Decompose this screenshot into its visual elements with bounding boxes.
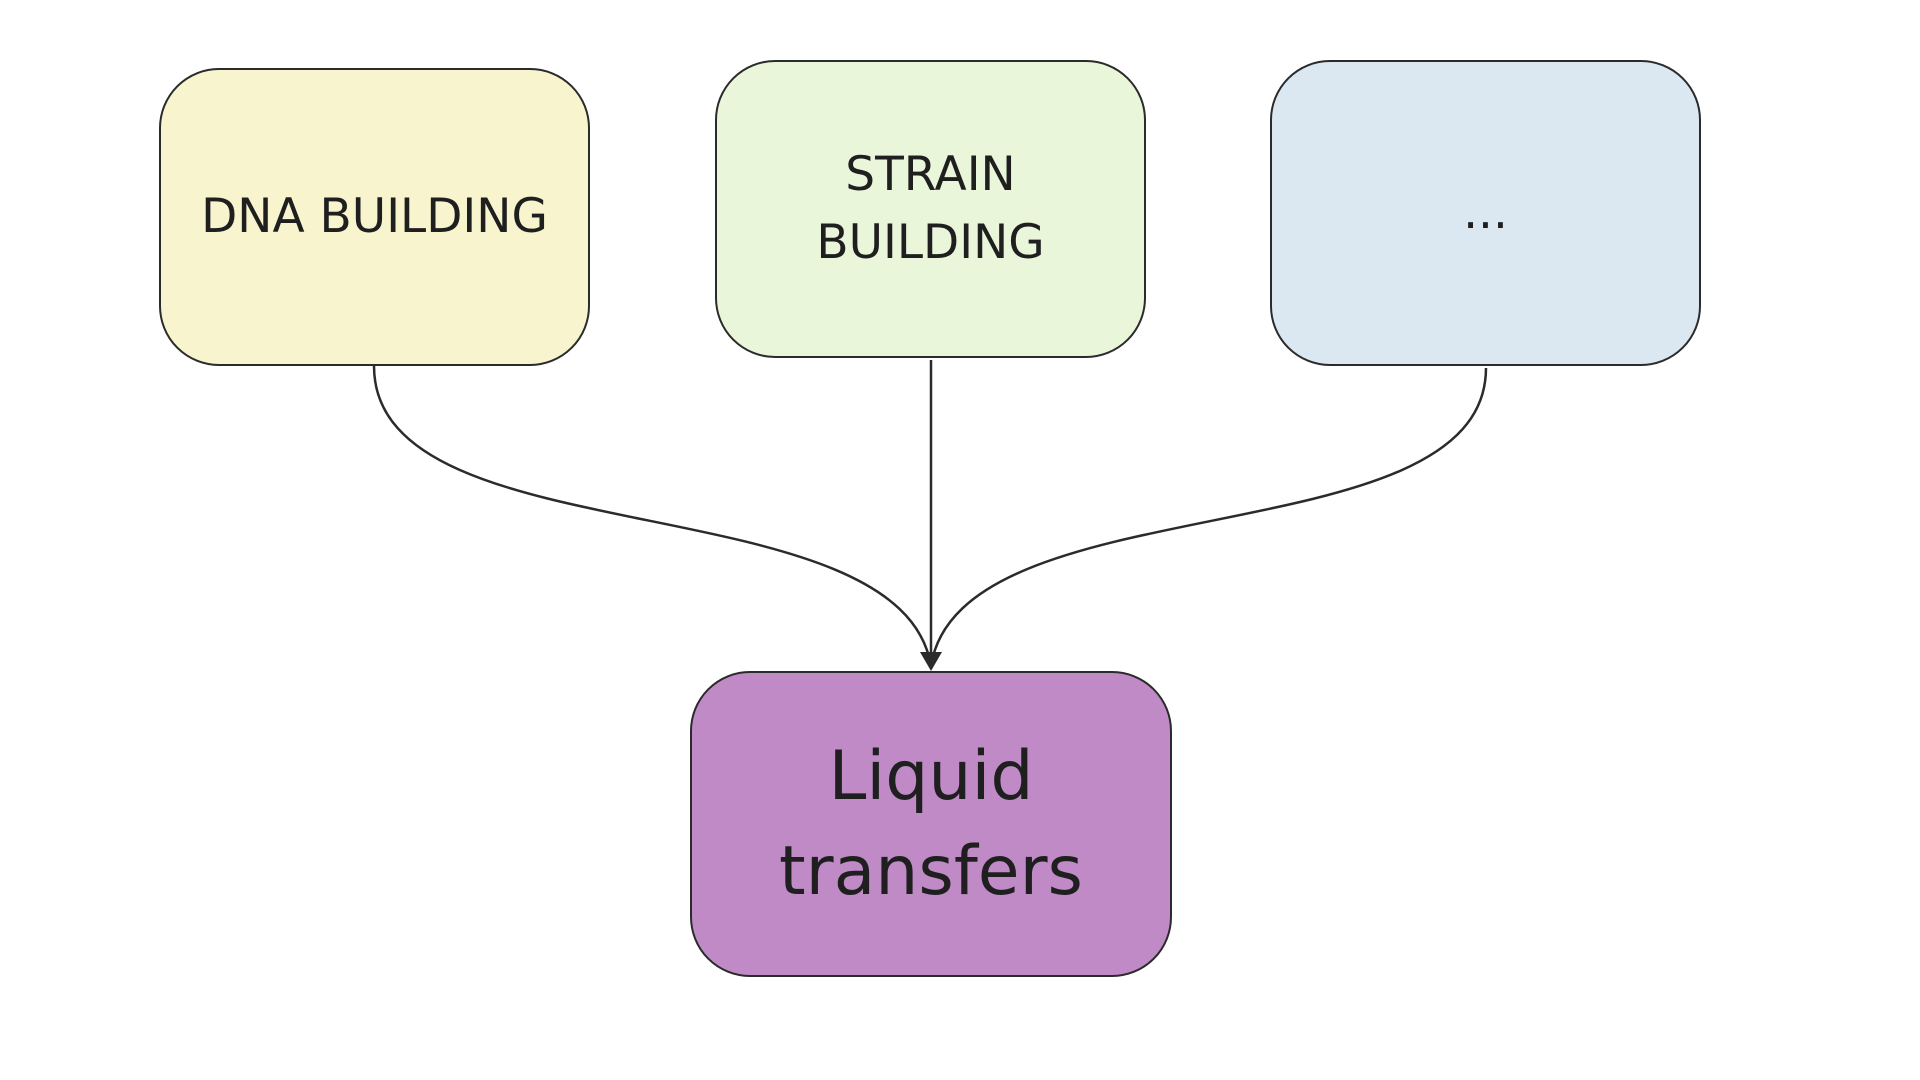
node-ellipsis[interactable]: ... [1270, 60, 1701, 366]
edge-dna-to-liquid [372, 365, 933, 667]
arrowhead-icon [920, 652, 942, 671]
node-liquid-transfers-label: Liquid transfers [779, 736, 1083, 911]
node-strain-building-label: STRAIN BUILDING [816, 146, 1045, 270]
node-dna-building[interactable]: DNA BUILDING [159, 68, 590, 366]
node-dna-building-label: DNA BUILDING [201, 188, 548, 244]
node-liquid-transfers[interactable]: Liquid transfers [690, 671, 1172, 977]
node-ellipsis-label: ... [1463, 184, 1508, 240]
node-strain-building[interactable]: STRAIN BUILDING [715, 60, 1146, 358]
edge-more-to-liquid [929, 367, 1488, 667]
